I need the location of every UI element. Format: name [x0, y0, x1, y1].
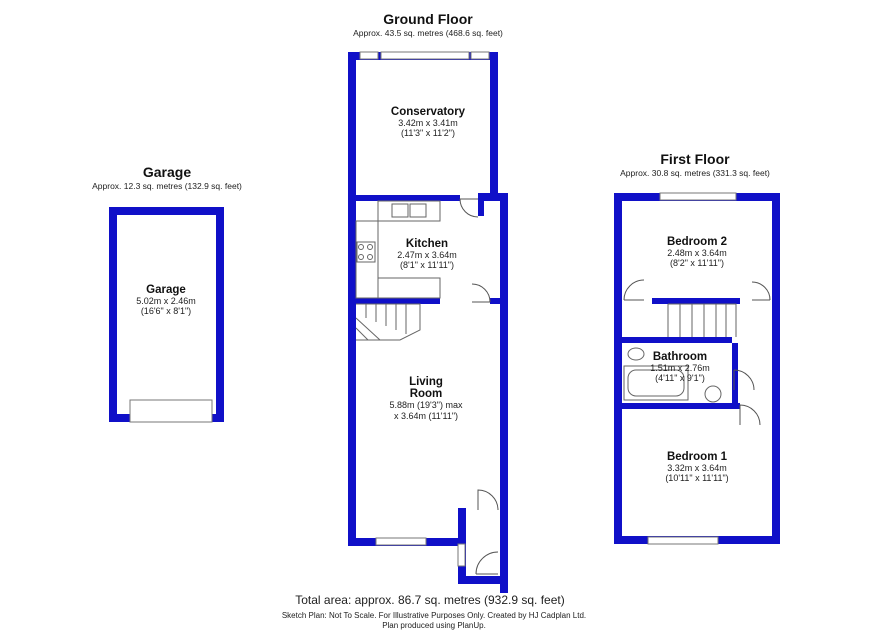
garage-room-imperial: (16'6" x 8'1") — [141, 306, 191, 316]
garage-room-dims: 5.02m x 2.46m — [136, 296, 196, 306]
first-floor-plan — [614, 192, 780, 545]
conservatory-name: Conservatory — [391, 106, 466, 118]
bedroom1-name: Bedroom 1 — [667, 451, 728, 463]
software-credit: Plan produced using PlanUp. — [382, 621, 486, 630]
bedroom2-door-right-swing — [751, 281, 771, 301]
living-room-dims: 5.88m (19'3") max — [390, 400, 463, 410]
living-door-swing — [471, 283, 491, 303]
conservatory-window-left — [359, 51, 379, 60]
bedroom2-door-left-swing — [623, 279, 645, 301]
first-staircase — [667, 303, 737, 337]
bedroom2-imperial: (8'2" x 11'11") — [670, 258, 724, 268]
conservatory-dims: 3.42m x 3.41m — [398, 118, 458, 128]
living-room-imperial: x 3.64m (11'11") — [394, 411, 458, 421]
kitchen-name: Kitchen — [406, 238, 448, 250]
bathroom-dims: 1.51m x 2.76m — [650, 363, 710, 373]
kitchen-sink — [391, 203, 409, 218]
bedroom1-imperial: (10'11" x 11'11") — [665, 473, 728, 483]
conservatory-window-centre — [380, 51, 470, 60]
bedroom2-window — [659, 192, 737, 201]
living-room-window — [375, 537, 427, 546]
bathroom-imperial: (4'11" x 9'1") — [655, 373, 705, 383]
first-floor-area: Approx. 30.8 sq. metres (331.3 sq. feet) — [620, 168, 770, 178]
bathroom-name: Bathroom — [653, 351, 707, 363]
ground-floor-plan — [348, 51, 508, 593]
bedroom2-dims: 2.48m x 3.64m — [667, 248, 727, 258]
kitchen-dims: 2.47m x 3.64m — [397, 250, 457, 260]
ground-floor-title: Ground Floor — [383, 11, 473, 27]
ground-floor-area: Approx. 43.5 sq. metres (468.6 sq. feet) — [353, 28, 503, 38]
porch-door-swing — [477, 489, 499, 511]
kitchen-drainer — [409, 203, 427, 218]
toilet — [627, 347, 645, 361]
garage-plan — [109, 207, 224, 423]
bedroom2-name: Bedroom 2 — [667, 236, 727, 248]
bathroom-door-swing — [733, 369, 755, 391]
conservatory-window-right — [470, 51, 490, 60]
conservatory-imperial: (11'3" x 11'2") — [401, 128, 455, 138]
first-floor-title: First Floor — [660, 151, 730, 167]
disclaimer: Sketch Plan: Not To Scale. For Illustrat… — [282, 611, 586, 620]
garage-floor-area: Approx. 12.3 sq. metres (132.9 sq. feet) — [92, 181, 242, 191]
total-area: Total area: approx. 86.7 sq. metres (932… — [295, 593, 564, 607]
kitchen-imperial: (8'1" x 11'11") — [400, 260, 454, 270]
garage-room-name: Garage — [146, 284, 186, 296]
kitchen-worktop — [377, 200, 441, 222]
ground-staircase — [355, 303, 421, 341]
kitchen-door-swing — [459, 198, 479, 218]
front-door-swing — [475, 551, 499, 575]
bedroom1-window — [647, 536, 719, 545]
bedroom1-dims: 3.32m x 3.64m — [667, 463, 727, 473]
garage-floor-title: Garage — [143, 164, 191, 180]
kitchen-lower-units — [377, 277, 441, 299]
porch-window — [457, 543, 466, 567]
living-room-name-line1: Living — [409, 376, 443, 388]
garage-door — [129, 399, 213, 423]
living-room-name-line2: Room — [410, 388, 443, 400]
wash-basin — [704, 385, 722, 403]
bedroom1-door-swing — [739, 404, 761, 426]
